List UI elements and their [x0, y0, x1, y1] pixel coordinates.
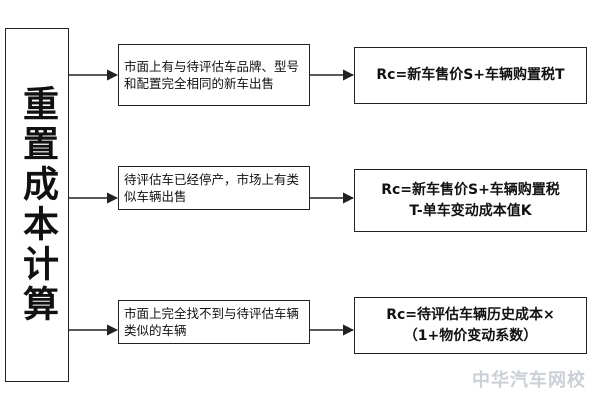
condition-text-2: 待评估车已经停产，市场上有类似车辆出售 [124, 172, 300, 204]
formula-3-line-2: （1+物价变动系数） [403, 327, 538, 344]
formula-box-3: Rc=待评估车辆历史成本× （1+物价变动系数） [354, 297, 587, 354]
formula-box-1: Rc=新车售价S+车辆购置税T [354, 47, 587, 104]
condition-box-3: 市面上完全找不到与待评估车辆类似的车辆 [118, 300, 310, 344]
condition-text-3: 市面上完全找不到与待评估车辆类似的车辆 [124, 306, 300, 338]
formula-1-line-1: Rc=新车售价S+车辆购置税T [376, 67, 565, 83]
condition-box-2: 待评估车已经停产，市场上有类似车辆出售 [118, 166, 310, 210]
root-node: 重置成本计算 [5, 28, 69, 382]
formula-2-line-2: T-单车变动成本值K [409, 202, 532, 219]
formula-box-2: Rc=新车售价S+车辆购置税 T-单车变动成本值K [354, 169, 587, 232]
condition-box-1: 市面上有与待评估车品牌、型号和配置完全相同的新车出售 [118, 44, 310, 106]
formula-3-line-1: Rc=待评估车辆历史成本× [386, 306, 555, 323]
formula-2-line-1: Rc=新车售价S+车辆购置税 [381, 181, 560, 198]
condition-text-1: 市面上有与待评估车品牌、型号和配置完全相同的新车出售 [124, 59, 300, 91]
watermark-logo: 中华汽车网校 [472, 370, 586, 391]
root-title: 重置成本计算 [17, 85, 58, 325]
